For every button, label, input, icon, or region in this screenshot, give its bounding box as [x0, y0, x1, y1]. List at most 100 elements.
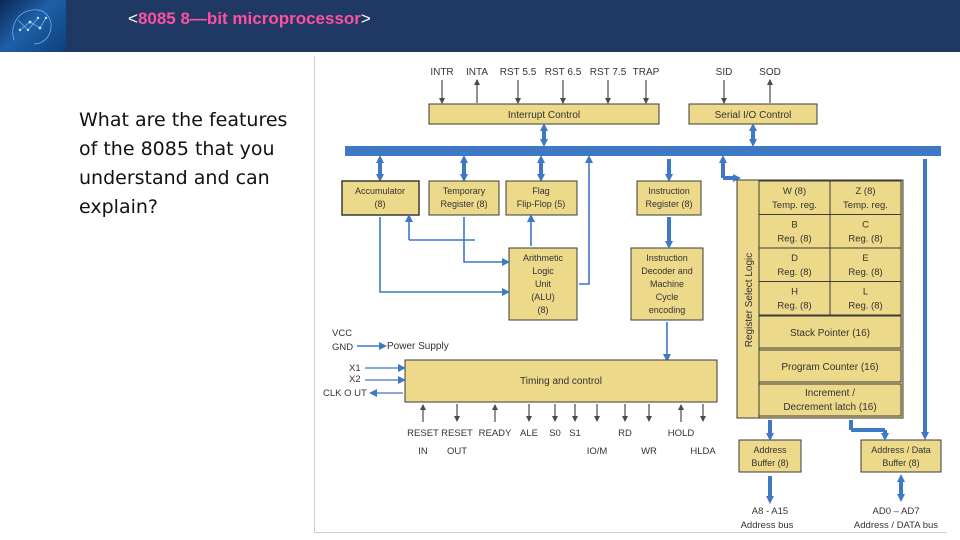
control-signal-label: ALE [520, 428, 538, 439]
arrow-acc-to-alu [379, 217, 510, 296]
register-name: C [862, 220, 869, 231]
decoder-line-1: Instruction [646, 253, 688, 263]
temporary-register-size: Register (8) [440, 199, 487, 209]
register-name: D [791, 253, 798, 264]
register-name: H [791, 287, 798, 298]
x1-label: X1 [349, 363, 361, 374]
address-data-bus-pins: AD0 – AD7 [873, 506, 920, 517]
register-cell [829, 281, 902, 316]
address-buffer-line-2: Buffer (8) [751, 458, 788, 468]
signal-trap: TRAP [633, 67, 660, 78]
timing-control-label: Timing and control [520, 376, 602, 387]
register-cell [829, 214, 902, 249]
accumulator-size: (8) [375, 199, 386, 209]
register-size: Temp. reg. [843, 200, 888, 211]
inc-dec-line-1: Increment / [805, 388, 855, 399]
internal-data-bus [345, 146, 941, 156]
control-signal-sublabel: WR [641, 446, 657, 457]
header-thumbnail-image [0, 0, 66, 52]
register-select-label: Register Select Logic [744, 253, 755, 348]
alu-line-4: (ALU) [531, 292, 555, 302]
flag-label: Flag [532, 186, 550, 196]
signal-intr: INTR [430, 67, 453, 78]
temporary-register-block [428, 180, 500, 216]
inc-dec-latch-block [758, 383, 902, 417]
block-diagram: Interrupt Control Serial I/O Control INT… [314, 56, 947, 533]
header-bar [0, 0, 960, 52]
timing-control-block [404, 359, 718, 403]
interrupt-signals: INTR INTA RST 5.5 RST 6.5 RST 7.5 TRAP [430, 67, 660, 104]
address-buffer-line-1: Address [753, 445, 787, 455]
title-open-bracket: < [128, 9, 138, 28]
register-size: Temp. reg. [772, 200, 817, 211]
decoder-line-3: Machine [650, 279, 684, 289]
interrupt-control-label: Interrupt Control [508, 110, 580, 121]
serial-io-control-label: Serial I/O Control [715, 110, 792, 121]
register-size: Reg. (8) [848, 267, 882, 278]
signal-inta: INTA [466, 67, 488, 78]
control-signal-sublabel: OUT [447, 446, 467, 457]
register-size: Reg. (8) [777, 301, 811, 312]
register-size: Reg. (8) [848, 301, 882, 312]
accumulator-label: Accumulator [355, 186, 405, 196]
register-name: W (8) [783, 186, 806, 197]
inc-dec-line-2: Decrement latch (16) [783, 402, 876, 413]
register-cell [758, 214, 831, 249]
address-bus-pins: A8 - A15 [752, 506, 788, 517]
instruction-register-label: Instruction [648, 186, 690, 196]
signal-rst65: RST 6.5 [545, 67, 582, 78]
address-data-buffer-line-1: Address / Data [871, 445, 931, 455]
vcc-label: VCC [332, 328, 352, 339]
alu-line-1: Arithmetic [523, 253, 564, 263]
signal-rst55: RST 5.5 [500, 67, 537, 78]
block-diagram-svg: Interrupt Control Serial I/O Control INT… [323, 67, 942, 531]
gnd-label: GND [332, 342, 353, 353]
slide-title: <8085 8—bit microprocessor> [128, 9, 371, 29]
register-name: E [862, 253, 868, 264]
register-size: Reg. (8) [777, 267, 811, 278]
address-bus-label: Address bus [741, 520, 794, 531]
instruction-decoder-block [630, 247, 704, 321]
signal-rst75: RST 7.5 [590, 67, 627, 78]
title-close-bracket: > [360, 9, 371, 28]
signal-sod: SOD [759, 67, 781, 78]
control-signal-label: S0 [549, 428, 561, 439]
stack-pointer-block [758, 315, 902, 349]
control-signal-label: READY [479, 428, 512, 439]
title-text: 8085 8—bit microprocessor [137, 9, 361, 28]
alu-line-3: Unit [535, 279, 552, 289]
power-supply-label: Power Supply [387, 341, 449, 352]
address-data-bus-label: Address / DATA bus [854, 520, 938, 531]
register-cell [758, 247, 831, 282]
instruction-register-block [636, 180, 702, 216]
register-size: Reg. (8) [777, 234, 811, 245]
program-counter-label: Program Counter (16) [781, 362, 878, 373]
flag-size: Flip-Flop (5) [517, 199, 566, 209]
flag-flipflop-block [505, 180, 578, 216]
register-size: Reg. (8) [848, 234, 882, 245]
control-signal-sublabel: HLDA [690, 446, 716, 457]
address-buffer-block [738, 439, 802, 473]
arrow-temp-to-alu [463, 217, 510, 266]
brain-circuit-graphic [12, 9, 52, 45]
control-signal-label: RESET [407, 428, 439, 439]
address-data-buffer-block [860, 439, 942, 473]
decoder-line-4: Cycle [656, 292, 679, 302]
register-cell [829, 180, 902, 215]
clkout-label: CLK O UT [323, 388, 367, 399]
control-signal-label: RD [618, 428, 632, 439]
address-data-buffer-line-2: Buffer (8) [882, 458, 919, 468]
register-name: Z (8) [855, 186, 875, 197]
control-signal-label: RESET [441, 428, 473, 439]
decoder-line-5: encoding [649, 305, 686, 315]
alu-line-5: (8) [538, 305, 549, 315]
alu-block [508, 247, 578, 321]
temporary-register-label: Temporary [443, 186, 486, 196]
accumulator-block [341, 180, 420, 216]
alu-line-2: Logic [532, 266, 554, 276]
decoder-line-2: Decoder and [641, 266, 693, 276]
control-signal-sublabel: IO/M [587, 446, 608, 457]
register-name: L [863, 287, 868, 298]
